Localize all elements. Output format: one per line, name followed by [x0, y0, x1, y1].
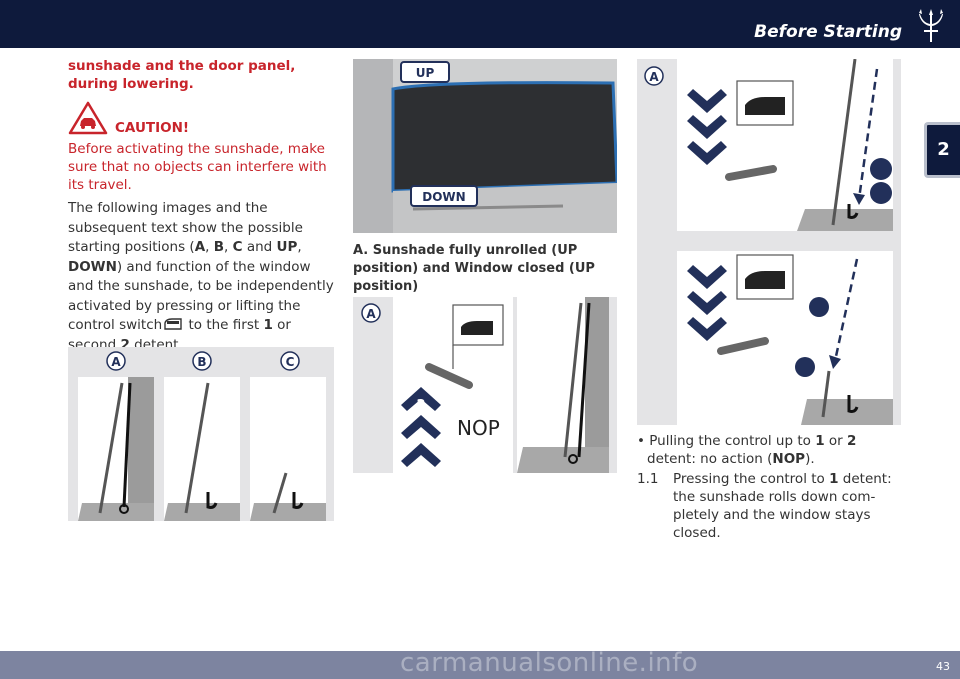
detent-2: 2 — [120, 336, 130, 353]
pos-down: DOWN — [68, 258, 117, 275]
trident-logo-icon — [919, 9, 943, 42]
svg-text:B: B — [197, 355, 206, 369]
list-item: 1.1 Pressing the control to 1 detent: the… — [637, 470, 907, 542]
figure-label-c: C — [280, 351, 300, 371]
detent-1: 1 — [815, 433, 825, 449]
item-text: detent: the sunshade rolls down com- ple… — [673, 471, 892, 541]
figure-label-b: B — [192, 351, 212, 371]
pos-b: B — [213, 239, 225, 255]
svg-text:A: A — [366, 307, 376, 321]
rolldown-figure: A — [637, 59, 901, 425]
sunshade-switch-icon — [164, 318, 182, 330]
para-sep: , — [224, 239, 233, 255]
red-heading: sunshade and the door panel, during lowe… — [68, 58, 296, 92]
detent-1: 1 — [263, 317, 273, 333]
up-arrows — [401, 387, 441, 467]
para-sep: , — [205, 239, 214, 255]
para-text: ) and function of the window and the sun… — [68, 258, 334, 334]
down-badge — [410, 185, 478, 207]
nop-text: NOP — [772, 451, 806, 467]
watermark: carmanualsonline.info — [400, 648, 699, 678]
bullet-text: detent: no action ( — [647, 451, 773, 467]
item-text: Pressing the control to — [673, 471, 830, 487]
detent-1: 1 — [829, 471, 839, 487]
pos-a: A — [194, 239, 206, 255]
positions-figure: A B C — [68, 347, 334, 521]
bullet-text: Pulling the control up to — [649, 433, 816, 449]
caution-text: Before activating the sunshade, make sur… — [68, 141, 327, 193]
pos-up: UP — [276, 239, 298, 255]
header-bar — [0, 0, 960, 48]
figure-label-a: A — [361, 303, 381, 323]
chapter-tab[interactable]: 2 — [924, 122, 960, 178]
nop-label: NOP — [457, 416, 500, 440]
para-text: to the first — [184, 317, 264, 333]
arrow-2-label: 2 — [416, 398, 425, 413]
para-text: The following images and the subsequent … — [68, 200, 303, 255]
section-title: Before Starting — [754, 22, 902, 42]
bullet-prefix: • — [637, 433, 650, 449]
bullet-text: ). — [805, 451, 815, 467]
up-label: UP — [416, 66, 435, 80]
page-number: 43 — [936, 660, 950, 673]
para-sep: , — [297, 239, 302, 255]
intro-paragraph: The following images and the subsequent … — [68, 199, 340, 355]
up-badge — [400, 61, 450, 83]
bullet-text: or — [824, 433, 848, 449]
caution-title: CAUTION! — [115, 120, 190, 136]
para-and: and — [242, 239, 277, 255]
item-number: 1.1 — [637, 471, 659, 487]
arrow-1-label: 1 — [416, 432, 425, 447]
svg-text:A: A — [649, 70, 659, 84]
detent-2: 2 — [847, 433, 857, 449]
figure-label-a: A — [644, 66, 664, 86]
svg-text:A: A — [111, 355, 121, 369]
list-item: • Pulling the control up to 1 or 2 deten… — [637, 432, 907, 468]
figure-caption: A. Sunshade fully unrolled (UP position)… — [353, 243, 595, 294]
down-label: DOWN — [422, 190, 465, 204]
pos-c: C — [232, 239, 243, 255]
caution-car-icon — [68, 101, 108, 135]
sunshade-photo: UP DOWN — [353, 59, 617, 233]
svg-text:C: C — [286, 355, 295, 369]
function-list: • Pulling the control up to 1 or 2 deten… — [637, 432, 907, 542]
figure-label-a: A — [106, 351, 126, 371]
footer-bar — [0, 651, 960, 679]
nop-figure: A 2 1 NOP — [353, 297, 617, 473]
